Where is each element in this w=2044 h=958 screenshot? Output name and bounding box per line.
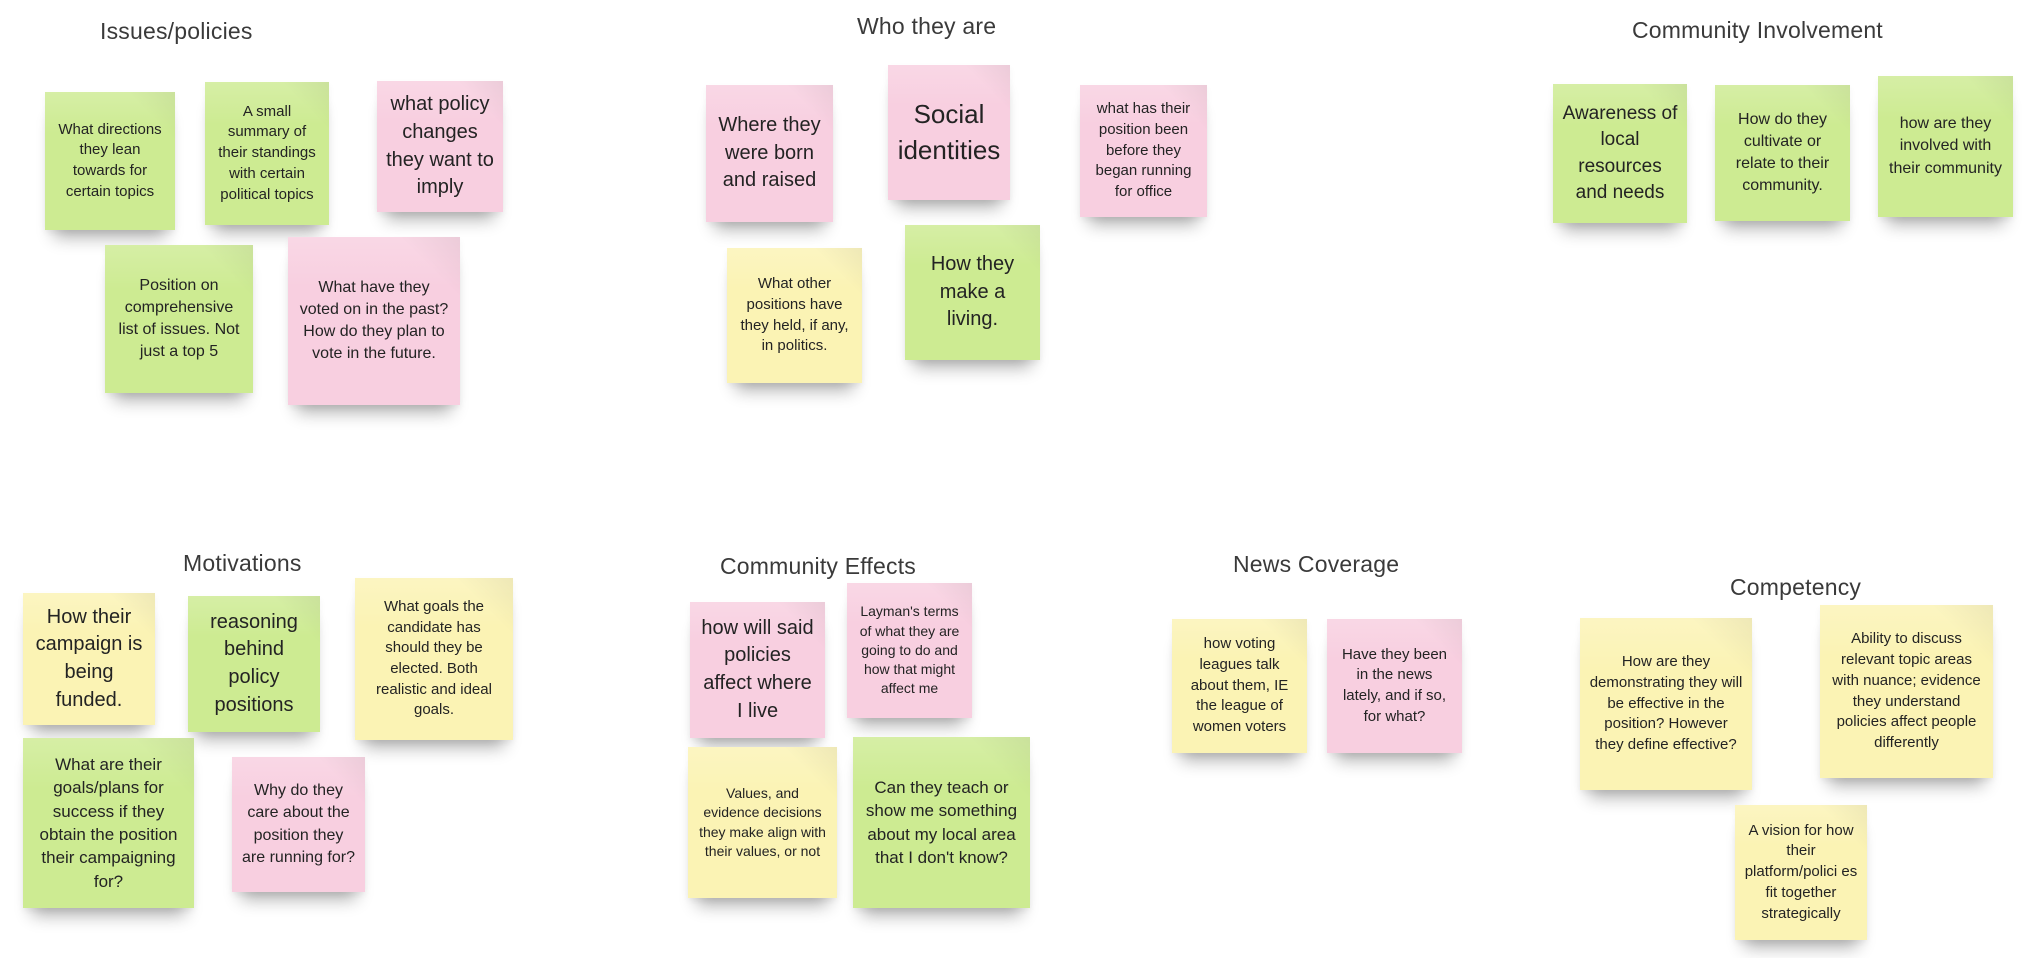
sticky-note[interactable]: Social identities xyxy=(888,65,1010,200)
sticky-note[interactable]: What goals the candidate has should they… xyxy=(355,578,513,740)
sticky-note-text: Have they been in the news lately, and i… xyxy=(1341,645,1448,725)
sticky-note-text: how will said policies affect where I li… xyxy=(701,616,814,722)
section-title: Motivations xyxy=(183,550,302,576)
sticky-note[interactable]: What have they voted on in the past? How… xyxy=(288,237,460,405)
section-title: Competency xyxy=(1730,574,1862,600)
sticky-note-text: Values, and evidence decisions they make… xyxy=(699,784,826,859)
sticky-note-text: What have they voted on in the past? How… xyxy=(299,278,449,363)
sticky-note[interactable]: A small summary of their standings with … xyxy=(205,82,329,225)
sticky-note[interactable]: reasoning behind policy positions xyxy=(188,596,320,732)
sticky-note-text: how voting leagues talk about them, IE t… xyxy=(1190,635,1289,736)
sticky-note-text: A vision for how their platform/polici e… xyxy=(1744,821,1858,922)
section-title: Who they are xyxy=(857,13,997,39)
sticky-note-text: what policy changes they want to imply xyxy=(386,93,494,199)
sticky-note[interactable]: Can they teach or show me something abou… xyxy=(853,737,1030,908)
sticky-note-text: How their campaign is being funded. xyxy=(35,605,143,711)
sticky-note[interactable]: How do they cultivate or relate to their… xyxy=(1715,85,1850,221)
sticky-note-text: Social identities xyxy=(897,98,1001,165)
sticky-note[interactable]: Layman's terms of what they are going to… xyxy=(847,583,972,718)
sticky-note[interactable]: how voting leagues talk about them, IE t… xyxy=(1172,619,1307,753)
sticky-note[interactable]: how are they involved with their communi… xyxy=(1878,76,2013,217)
sticky-note-text: What goals the candidate has should they… xyxy=(376,597,492,719)
sticky-note[interactable]: what policy changes they want to imply xyxy=(377,81,503,212)
sticky-note-text: A small summary of their standings with … xyxy=(218,102,316,203)
section-title: News Coverage xyxy=(1233,551,1400,577)
sticky-note[interactable]: How are they demonstrating they will be … xyxy=(1580,618,1752,790)
section-title: Community Involvement xyxy=(1632,17,1883,43)
sticky-note-text: Why do they care about the position they… xyxy=(242,782,355,866)
section-title: Community Effects xyxy=(720,553,916,579)
sticky-note-text: Layman's terms of what they are going to… xyxy=(859,603,960,697)
section-title: Issues/policies xyxy=(100,18,253,44)
sticky-note-text: reasoning behind policy positions xyxy=(210,610,298,716)
sticky-note[interactable]: Where they were born and raised xyxy=(706,85,833,222)
sticky-note-text: What directions they lean towards for ce… xyxy=(58,120,162,200)
sticky-note-text: Position on comprehensive list of issues… xyxy=(118,276,240,361)
sticky-note-text: How they make a living. xyxy=(930,253,1015,331)
sticky-note-text: What are their goals/plans for success i… xyxy=(39,754,178,891)
sticky-note[interactable]: What other positions have they held, if … xyxy=(727,248,862,383)
sticky-note[interactable]: Ability to discuss relevant topic areas … xyxy=(1820,605,1993,778)
sticky-note[interactable]: How their campaign is being funded. xyxy=(23,593,155,725)
sticky-note-text: What other positions have they held, if … xyxy=(740,275,849,355)
sticky-note-text: Can they teach or show me something abou… xyxy=(865,777,1018,867)
sticky-note[interactable]: Awareness of local resources and needs xyxy=(1553,84,1687,223)
sticky-note[interactable]: Have they been in the news lately, and i… xyxy=(1327,619,1462,753)
sticky-note-text: Awareness of local resources and needs xyxy=(1562,103,1678,203)
sticky-note[interactable]: Position on comprehensive list of issues… xyxy=(105,245,253,393)
sticky-note[interactable]: Why do they care about the position they… xyxy=(232,757,365,892)
sticky-note[interactable]: How they make a living. xyxy=(905,225,1040,360)
sticky-note[interactable]: what has their position been before they… xyxy=(1080,85,1207,217)
sticky-note[interactable]: What are their goals/plans for success i… xyxy=(23,738,194,908)
sticky-note-text: How are they demonstrating they will be … xyxy=(1589,653,1743,754)
sticky-note-text: How do they cultivate or relate to their… xyxy=(1735,110,1830,195)
sticky-note-text: Where they were born and raised xyxy=(718,114,821,192)
sticky-note-text: what has their position been before they… xyxy=(1095,100,1192,201)
sticky-note[interactable]: Values, and evidence decisions they make… xyxy=(688,747,837,898)
sticky-note[interactable]: A vision for how their platform/polici e… xyxy=(1735,805,1867,940)
sticky-note[interactable]: What directions they lean towards for ce… xyxy=(45,92,175,230)
sticky-note-text: how are they involved with their communi… xyxy=(1889,115,2002,177)
sticky-note[interactable]: how will said policies affect where I li… xyxy=(690,602,825,738)
sticky-note-text: Ability to discuss relevant topic areas … xyxy=(1832,630,1981,751)
